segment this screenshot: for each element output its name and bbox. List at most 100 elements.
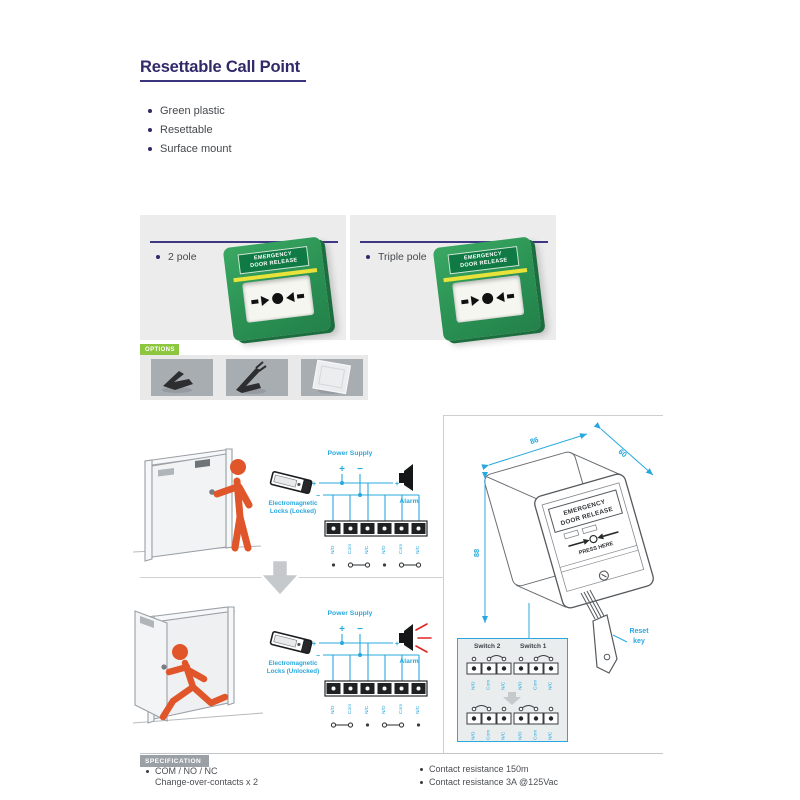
- panel-rule: [150, 241, 338, 243]
- maglock-label: Electromagnetic: [269, 500, 318, 507]
- reset-key-drawing: [580, 589, 618, 674]
- bullet-icon: [148, 127, 152, 132]
- svg-text:N/O: N/O: [330, 705, 336, 714]
- wiring-lines: [319, 634, 420, 681]
- variant-label: 2 pole: [156, 251, 197, 263]
- svg-text:N/O: N/O: [381, 705, 387, 714]
- svg-text:Locks (Unlocked): Locks (Unlocked): [267, 668, 319, 675]
- terminal-row-before: N/O Com N/C N/O Com N/C: [466, 655, 559, 690]
- alarm-speaker-icon: [399, 624, 413, 651]
- panel-rule: [360, 241, 548, 243]
- open-door-drawing: [133, 606, 264, 724]
- svg-text:N/O: N/O: [471, 731, 477, 740]
- svg-text:Locks (Locked): Locks (Locked): [270, 508, 316, 515]
- power-supply-label: Power Supply: [328, 450, 373, 457]
- dim-width-label: 86: [529, 435, 540, 446]
- bullet-icon: [420, 768, 423, 771]
- svg-text:Com: Com: [533, 730, 539, 740]
- title-rule: [140, 80, 306, 82]
- switch1-header: Switch 1: [520, 643, 547, 650]
- bullet-icon: [148, 146, 152, 151]
- divider: [443, 415, 663, 416]
- bullet-icon: [420, 781, 423, 784]
- bullet-icon: [146, 770, 149, 773]
- svg-text:−: −: [357, 464, 363, 475]
- svg-text:N/O: N/O: [471, 681, 477, 690]
- arrow-right-icon: [251, 299, 260, 305]
- svg-text:N/C: N/C: [364, 545, 370, 554]
- svg-text:Com: Com: [398, 704, 404, 714]
- svg-text:N/O: N/O: [518, 681, 524, 690]
- locked-scenario-diagram: Electromagnetic Locks (Locked) Power Sup…: [133, 448, 428, 568]
- callpoint-press-area: [241, 274, 315, 324]
- switch2-header: Switch 2: [474, 643, 501, 650]
- svg-text:+: +: [312, 641, 316, 648]
- arrow-left-icon: [496, 291, 506, 303]
- alarm-sound-waves: [415, 623, 432, 653]
- feature-item: Surface mount: [148, 139, 232, 158]
- specification-tag: SPECIFICATION: [140, 755, 209, 767]
- svg-text:N/C: N/C: [501, 681, 507, 690]
- svg-text:N/O: N/O: [518, 731, 524, 740]
- press-arrows-glyph: [568, 531, 619, 548]
- standing-person-figure: [213, 459, 253, 552]
- arrow-left-icon: [286, 291, 296, 303]
- svg-text:N/C: N/C: [415, 705, 421, 714]
- svg-text:Com: Com: [398, 544, 404, 554]
- bullet-icon: [366, 255, 370, 259]
- svg-text:N/C: N/C: [548, 731, 554, 740]
- spec-item: Contact resistance 3A @125Vac: [420, 777, 558, 788]
- press-dot-icon: [272, 292, 285, 305]
- unlocked-scenario-diagram: Electromagnetic Locks (Unlocked) Power S…: [133, 606, 432, 728]
- terminal-labels: N/O Com N/C N/O Com N/C: [330, 704, 421, 714]
- running-person-figure: [159, 644, 229, 721]
- page-title: Resettable Call Point: [140, 58, 300, 76]
- power-supply-label: Power Supply: [328, 610, 373, 617]
- alarm-label: Alarm: [399, 498, 418, 505]
- bullet-icon: [148, 108, 152, 113]
- bullet-icon: [156, 255, 160, 259]
- reset-key-label: Reset: [629, 628, 649, 635]
- maglock-label: Electromagnetic: [269, 660, 318, 667]
- svg-text:−: −: [357, 624, 363, 635]
- svg-text:+: +: [395, 481, 399, 488]
- wiring-lines: [319, 474, 420, 521]
- maglock-drawing: [269, 470, 313, 495]
- terminal-labels: N/O Com N/C N/O Com N/C: [330, 544, 421, 554]
- alarm-speaker-icon: [399, 464, 413, 491]
- option-bracket-image: [151, 359, 213, 396]
- spec-item: Contact resistance 150m: [420, 764, 558, 775]
- svg-text:N/C: N/C: [501, 731, 507, 740]
- contact-state-symbols: [330, 722, 421, 728]
- arrow-right-icon: [461, 299, 470, 305]
- state-change-arrow-icon: [503, 692, 521, 705]
- maglock-drawing: [269, 630, 313, 655]
- terminal-strip: [324, 520, 428, 537]
- variant-label: Triple pole: [366, 251, 427, 263]
- contact-state-symbols: [331, 562, 422, 568]
- spec-item: COM / NO / NC Change-over-contacts x 2: [146, 766, 258, 788]
- options-strip: [140, 355, 368, 400]
- svg-text:Com: Com: [347, 704, 353, 714]
- spec-left-column: COM / NO / NC Change-over-contacts x 2: [146, 766, 258, 788]
- svg-text:N/C: N/C: [364, 705, 370, 714]
- options-tag: OPTIONS: [140, 344, 179, 355]
- feature-item: Green plastic: [148, 101, 232, 120]
- dim-height-label: 88: [472, 549, 481, 557]
- terminal-row-after: N/O Com N/C N/O Com N/C: [466, 705, 559, 740]
- svg-text:N/O: N/O: [381, 545, 387, 554]
- svg-text:N/C: N/C: [548, 681, 554, 690]
- svg-text:Com: Com: [533, 680, 539, 690]
- option-key-image: [226, 359, 288, 396]
- feature-item: Resettable: [148, 120, 232, 139]
- svg-text:+: +: [339, 464, 345, 475]
- dimension-lines: [481, 422, 654, 643]
- divider: [140, 753, 663, 754]
- svg-text:Com: Com: [486, 730, 492, 740]
- alarm-label: Alarm: [399, 658, 418, 665]
- option-cover-image: [301, 359, 363, 396]
